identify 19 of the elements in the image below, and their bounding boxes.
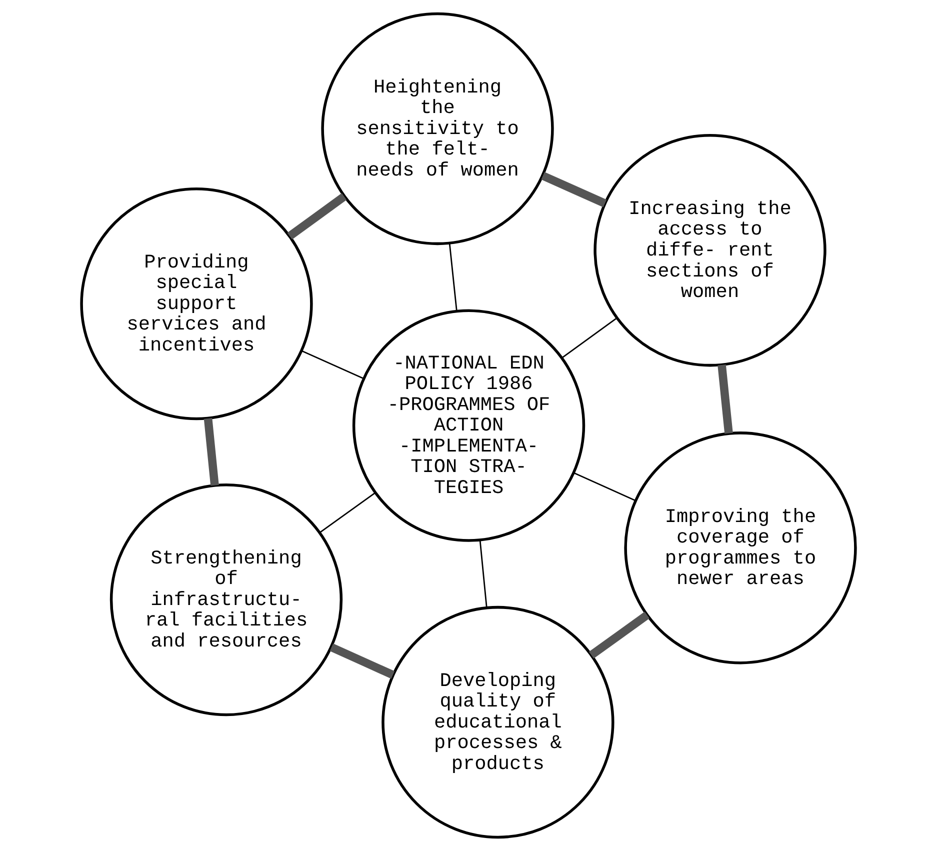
connector <box>574 472 636 502</box>
connector <box>204 418 219 486</box>
connector <box>479 540 488 608</box>
connector <box>448 243 458 312</box>
node-circle: -NATIONAL EDN POLICY 1986 -PROGRAMMES OF ACTION -IMPLEMENTA- TION STRA- TEGIES <box>352 309 586 542</box>
connector <box>588 612 650 658</box>
node-circle: Improving the coverage of programmes to newer areas <box>624 432 857 664</box>
connector <box>541 172 607 208</box>
node-circle: Heightening the sensitivity to the felt- needs of women <box>321 12 554 246</box>
node-circle: Increasing the access to diffe- rent sections of women <box>594 134 826 367</box>
connector <box>301 350 364 380</box>
node-circle: Developing quality of educational processes & products <box>382 606 614 839</box>
connector <box>287 193 347 240</box>
connector <box>330 643 395 679</box>
connector <box>718 364 733 434</box>
connector <box>319 492 376 534</box>
connector <box>562 317 618 358</box>
node-circle: Providing special support services and incentives <box>80 187 313 420</box>
node-circle: Strengthening of infrastructu- ral facilities and resources <box>110 483 343 716</box>
